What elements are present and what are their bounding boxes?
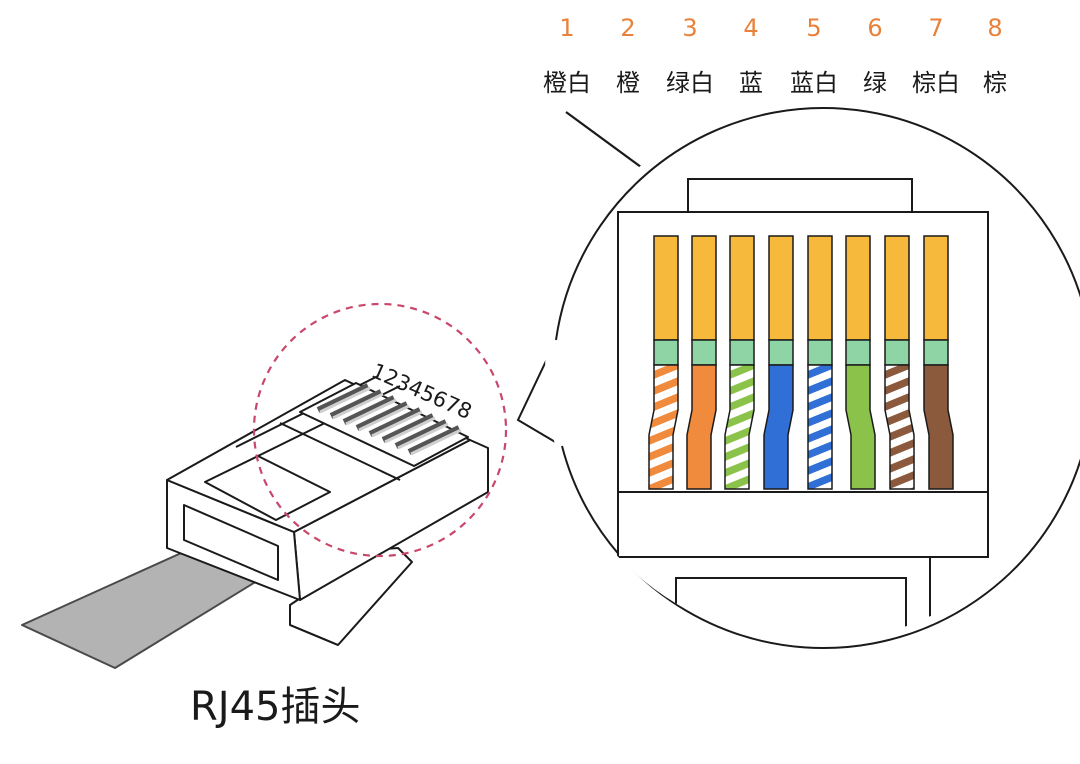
- zoom-highlight-circle: [252, 302, 508, 558]
- plug-contacts: [316, 383, 461, 455]
- pin-number-6: 6: [867, 14, 882, 42]
- pin-number-7: 7: [928, 14, 943, 42]
- pin-color-label-3: 绿白: [666, 69, 714, 97]
- plug-label: RJ45插头: [190, 684, 361, 730]
- wire-5: [807, 235, 833, 490]
- pin-color-label-1: 橙白: [543, 69, 591, 97]
- wire-6: [845, 235, 876, 490]
- rj45-plug-illustration: [21, 375, 489, 669]
- pin-color-label-2: 橙: [616, 69, 640, 97]
- pin-color-label-7: 棕白: [912, 69, 960, 97]
- wire-2: [686, 235, 717, 490]
- pin-color-label-5: 蓝白: [790, 69, 838, 97]
- connector-latch-tab: [687, 178, 913, 214]
- plug-top-recess: [204, 455, 331, 521]
- pin-number-1: 1: [559, 14, 574, 42]
- pin-number-2: 2: [620, 14, 635, 42]
- wire-4: [763, 235, 794, 490]
- pin-number-8: 8: [987, 14, 1002, 42]
- pin-color-label-4: 蓝: [739, 69, 763, 97]
- pin-header: 1 橙白 2 橙 3 绿白 4 蓝 5 蓝白 6 绿 7 棕白 8 棕: [543, 14, 1007, 97]
- pin-number-4: 4: [743, 14, 758, 42]
- pin-number-3: 3: [682, 14, 697, 42]
- pin-color-label-6: 绿: [863, 69, 887, 97]
- cable-opening: [183, 504, 279, 581]
- wire-7: [884, 235, 915, 490]
- wire-8: [923, 235, 954, 490]
- pin-color-label-8: 棕: [983, 69, 1007, 97]
- pin-number-5: 5: [806, 14, 821, 42]
- zoom-bubble: [516, 102, 1080, 650]
